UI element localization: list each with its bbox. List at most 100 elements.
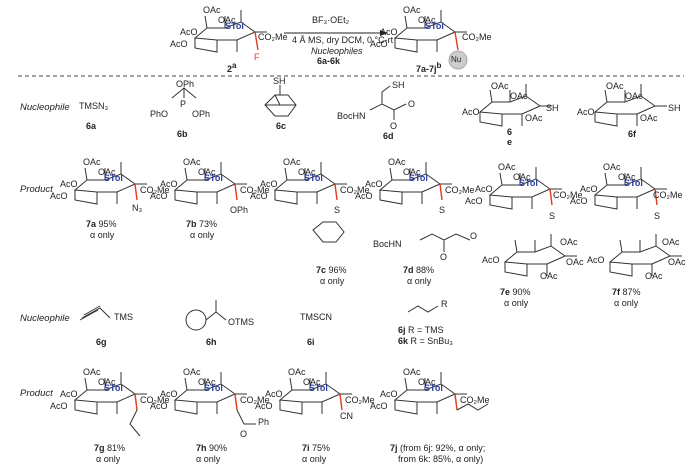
row2-product-label: Product bbox=[20, 388, 53, 399]
p7a-aco-2: AcO bbox=[50, 191, 68, 201]
p7d-o: O bbox=[440, 252, 448, 262]
p7b-aco-1: AcO bbox=[160, 179, 178, 189]
nuc-6b-oph-2: OPh bbox=[192, 109, 211, 119]
p7e-co2me: CO₂Me bbox=[553, 190, 583, 200]
p7i-oac-2: OAc bbox=[303, 377, 321, 387]
nuc-6j-r: R bbox=[441, 299, 448, 309]
p7h-oac-1: OAc bbox=[183, 367, 201, 377]
nuc-6c-id: 6c bbox=[276, 121, 287, 131]
p7e-aco-1: AcO bbox=[475, 184, 493, 194]
p7e-oac-5: OAc bbox=[540, 271, 558, 281]
prod-oac-1: OAc bbox=[403, 5, 421, 15]
reagent-top: BF₃·OEt₂ bbox=[312, 15, 350, 25]
p7d-s: S bbox=[439, 205, 446, 215]
p7e-aco-3: AcO bbox=[482, 255, 500, 265]
p7b-stol: STol bbox=[204, 173, 223, 183]
p7d-aco-2: AcO bbox=[355, 191, 373, 201]
nuc-6f-oac-3: OAc bbox=[640, 113, 658, 123]
nuc-6g-id: 6g bbox=[96, 337, 107, 347]
p7d-stol: STol bbox=[409, 173, 428, 183]
phenyl-6h bbox=[185, 309, 207, 331]
p7f-oac-1: OAc bbox=[603, 162, 621, 172]
p7d-ome: O bbox=[470, 231, 478, 241]
p7d-result: 7d 88% bbox=[403, 265, 435, 275]
prod-aco-2: AcO bbox=[370, 39, 388, 49]
nuc-6b-p: P bbox=[180, 99, 187, 109]
p7e-oac-1: OAc bbox=[498, 162, 516, 172]
row2-nucleophile-label: Nucleophile bbox=[20, 313, 70, 324]
p7b-sel: α only bbox=[190, 230, 215, 240]
nuc-6b-oph-1: OPh bbox=[176, 79, 195, 89]
conditions: 4 Å MS, dry DCM, 0 °C-rt bbox=[292, 35, 394, 45]
p7i-aco-2: AcO bbox=[255, 401, 273, 411]
p7e-oac-2: OAc bbox=[513, 172, 531, 182]
nuc-6h-otms: OTMS bbox=[228, 317, 254, 327]
p7i-stol: STol bbox=[309, 383, 328, 393]
cysteinyl-7d bbox=[419, 233, 471, 252]
nuc-6e-aco: AcO bbox=[462, 107, 480, 117]
nuc-6f-sh: SH bbox=[668, 103, 681, 113]
nuc-6g-tms: TMS bbox=[114, 312, 133, 322]
p7i-aco-1: AcO bbox=[265, 389, 283, 399]
p7g-sel: α only bbox=[96, 454, 121, 464]
p7h-oac-2: OAc bbox=[198, 377, 216, 387]
p7j-oac-1: OAc bbox=[403, 367, 421, 377]
adamantyl-7c bbox=[312, 221, 345, 243]
p7i-co2me: CO₂Me bbox=[345, 395, 375, 405]
p7h-ph: Ph bbox=[258, 417, 270, 427]
p7a-co2me: CO₂Me bbox=[140, 185, 170, 195]
p7g-oac-2: OAc bbox=[98, 377, 116, 387]
p7e-sel: α only bbox=[504, 298, 529, 308]
p7f-oac-2: OAc bbox=[618, 172, 636, 182]
p7h-stol: STol bbox=[204, 383, 223, 393]
p7j-result-1: 7j (from 6j: 92%, α only; bbox=[390, 443, 486, 453]
start-stol: STol bbox=[225, 21, 244, 31]
nuc-6j-def: 6j R = TMS bbox=[398, 325, 444, 335]
nuc-6f-aco: AcO bbox=[577, 107, 595, 117]
p7j-stol: STol bbox=[424, 383, 443, 393]
cysteine-6d bbox=[369, 85, 407, 111]
p7f-oac-4: OAc bbox=[668, 257, 686, 267]
arrow-head bbox=[380, 30, 388, 36]
p7d-bochn: BocHN bbox=[373, 239, 402, 249]
p7f-sel: α only bbox=[614, 298, 639, 308]
prod-aco-1: AcO bbox=[380, 27, 398, 37]
prod-stol: STol bbox=[425, 21, 444, 31]
p7f-stol: STol bbox=[624, 178, 643, 188]
nuc-6d-id: 6d bbox=[383, 131, 394, 141]
nuc-6e-sh: SH bbox=[546, 103, 559, 113]
nuc-6b-id: 6b bbox=[177, 129, 188, 139]
start-oac-1: OAc bbox=[203, 5, 221, 15]
p7e-s: S bbox=[549, 211, 556, 221]
p7j-oac-2: OAc bbox=[418, 377, 436, 387]
nuc-6e-id-e: e bbox=[507, 137, 513, 147]
start-oac-2: OAc bbox=[218, 15, 236, 25]
nu-circle bbox=[448, 50, 468, 70]
adamantane-6c bbox=[264, 94, 297, 117]
p7d-sel: α only bbox=[407, 276, 432, 286]
p7a-n3: N₃ bbox=[132, 203, 143, 213]
nuc-6e-oac-2: OAc bbox=[510, 91, 528, 101]
c-f-bond bbox=[254, 31, 259, 51]
nuc-6i-id: 6i bbox=[307, 337, 315, 347]
nuc-6d-o: O bbox=[390, 121, 398, 131]
row1-product-label: Product bbox=[20, 184, 53, 195]
p7f-aco-3: AcO bbox=[587, 255, 605, 265]
p7d-aco-1: AcO bbox=[365, 179, 383, 189]
p7f-co2me: CO₂Me bbox=[653, 190, 683, 200]
start-f: F bbox=[254, 52, 260, 62]
p7c-aco-2: AcO bbox=[250, 191, 268, 201]
nuc-6e-oac-3: OAc bbox=[525, 113, 543, 123]
p7a-result: 7a 95% bbox=[86, 219, 117, 229]
p7d-oac-1: OAc bbox=[388, 157, 406, 167]
p7h-o: O bbox=[240, 429, 248, 439]
nuc-6e-id-6: 6 bbox=[507, 127, 513, 137]
p7c-co2me: CO₂Me bbox=[340, 185, 370, 195]
p7g-result: 7g 81% bbox=[94, 443, 126, 453]
p7g-aco-2: AcO bbox=[50, 401, 68, 411]
p7c-oac-1: OAc bbox=[283, 157, 301, 167]
nuc-6i-text: TMSCN bbox=[300, 312, 332, 322]
p7f-oac-3: OAc bbox=[662, 237, 680, 247]
p7e-oac-3: OAc bbox=[560, 237, 578, 247]
